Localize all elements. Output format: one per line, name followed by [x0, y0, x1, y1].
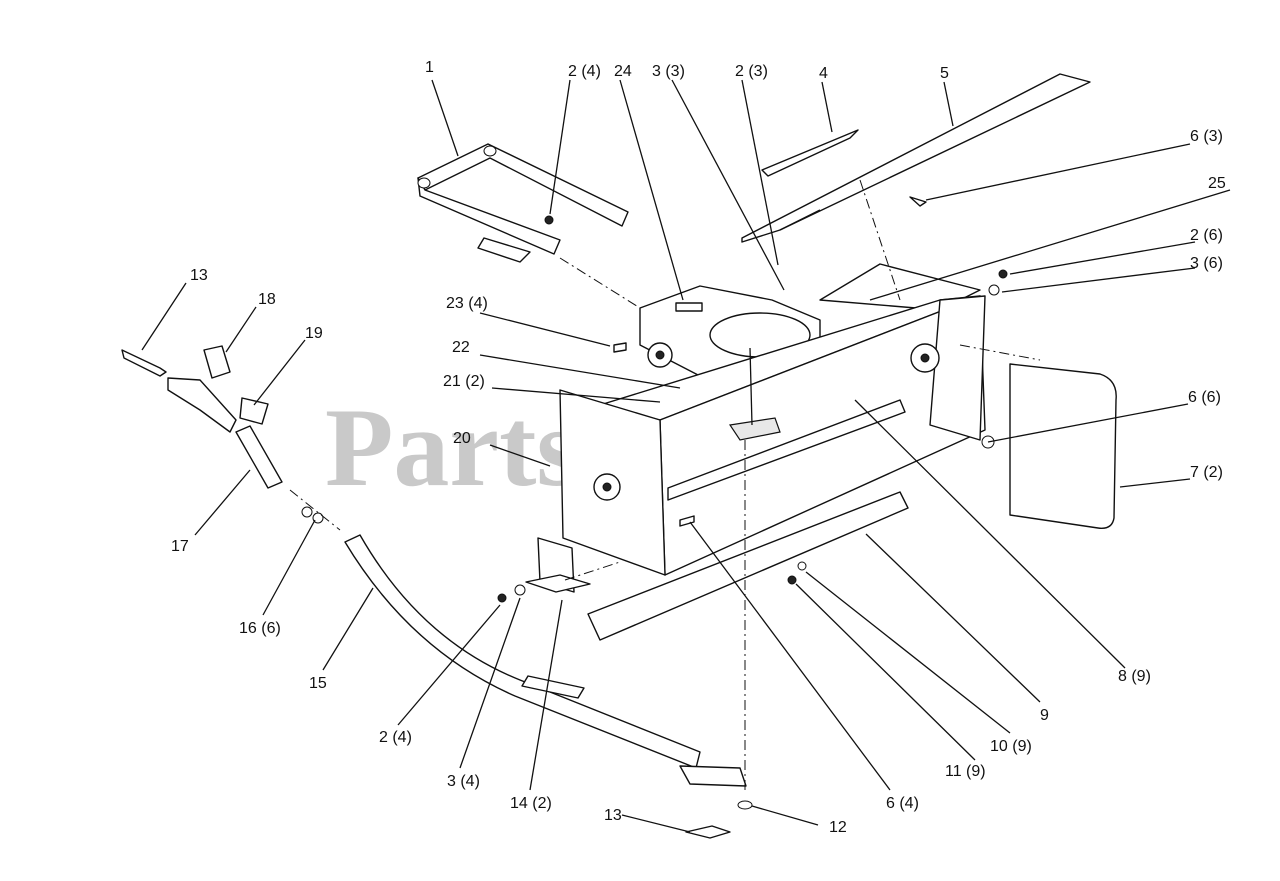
callout-6-4: 6 (4) [886, 795, 919, 812]
callout-18: 18 [258, 291, 276, 308]
part-hitch-frame [417, 143, 629, 263]
callout-23-4: 23 (4) [446, 295, 488, 312]
callout-9: 9 [1040, 707, 1049, 724]
callout-6-3: 6 (3) [1190, 128, 1223, 145]
callout-15: 15 [309, 675, 327, 692]
callout-25: 25 [1208, 175, 1226, 192]
callout-3-6: 3 (6) [1190, 255, 1223, 272]
callout-13-bottom: 13 [604, 807, 622, 824]
callout-12: 12 [829, 819, 847, 836]
part-main-housing [559, 263, 986, 576]
hardware [301, 196, 1008, 839]
callout-7-2: 7 (2) [1190, 464, 1223, 481]
part-handle-tube [344, 534, 747, 787]
part-deflector [741, 73, 1091, 243]
callout-20: 20 [453, 430, 471, 447]
callout-16-6: 16 (6) [239, 620, 281, 637]
callout-24: 24 [614, 63, 632, 80]
callout-10-9: 10 (9) [990, 738, 1032, 755]
callout-2-3: 2 (3) [735, 63, 768, 80]
part-scraper-bar [587, 491, 909, 641]
part-latch-assembly [121, 345, 269, 433]
callout-labels: 1 2 (4) 24 3 (3) 2 (3) 4 5 6 (3) 25 2 (6… [171, 59, 1226, 836]
callout-8-9: 8 (9) [1118, 668, 1151, 685]
callout-1: 1 [425, 59, 434, 76]
callout-19: 19 [305, 325, 323, 342]
callout-17: 17 [171, 538, 189, 555]
callout-21-2: 21 (2) [443, 373, 485, 390]
callout-2-4-top: 2 (4) [568, 63, 601, 80]
callout-2-6: 2 (6) [1190, 227, 1223, 244]
callout-22: 22 [452, 339, 470, 356]
callout-11-9: 11 (9) [945, 763, 986, 780]
part-skid-panel [1009, 363, 1117, 529]
callout-2-4-bottom: 2 (4) [379, 729, 412, 746]
callout-3-3: 3 (3) [652, 63, 685, 80]
leader-lines [141, 79, 1231, 833]
part-handle-grip [235, 425, 283, 489]
callout-4: 4 [819, 65, 828, 82]
callout-14-2: 14 (2) [510, 795, 552, 812]
assembly-lines [289, 179, 1041, 790]
callout-13-left: 13 [190, 267, 208, 284]
callout-3-4: 3 (4) [447, 773, 480, 790]
callout-6-6: 6 (6) [1188, 389, 1221, 406]
callout-5: 5 [940, 65, 949, 82]
part-shoe-bracket [525, 537, 591, 593]
